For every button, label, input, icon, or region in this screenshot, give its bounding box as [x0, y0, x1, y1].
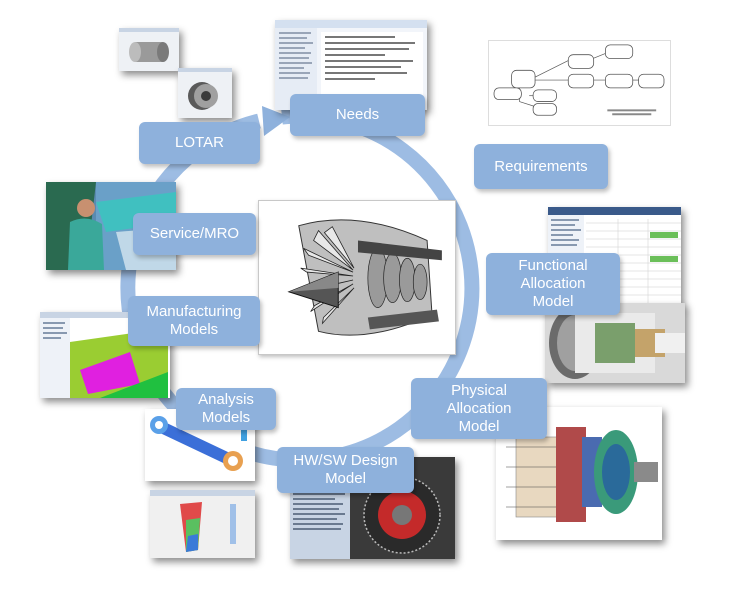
functional-engine-model-render	[545, 303, 685, 383]
service-technician-virtual-maintenance	[46, 182, 176, 270]
stage-needs: Needs	[290, 94, 425, 136]
stage-manufacturing-models: Manufacturing Models	[128, 296, 260, 346]
stage-lotar: LOTAR	[139, 122, 260, 164]
stage-functional-allocation-model: Functional Allocation Model	[486, 253, 620, 315]
jet-engine-cutaway-image	[258, 200, 456, 355]
stage-hwsw-design-model: HW/SW Design Model	[277, 447, 414, 493]
stage-physical-allocation-model: Physical Allocation Model	[411, 378, 547, 439]
lotar-bearing-cad-part	[178, 68, 232, 118]
analysis-blade-stress-plot	[150, 490, 255, 558]
lotar-cylinder-cad-part	[119, 28, 179, 71]
stage-requirements: Requirements	[474, 144, 608, 189]
stage-analysis-models: Analysis Models	[176, 388, 276, 430]
stage-service-mro: Service/MRO	[133, 213, 256, 255]
requirements-flow-diagram	[488, 40, 671, 126]
analysis-stress-part-image	[145, 409, 255, 481]
cycle-arrowhead	[262, 106, 290, 136]
